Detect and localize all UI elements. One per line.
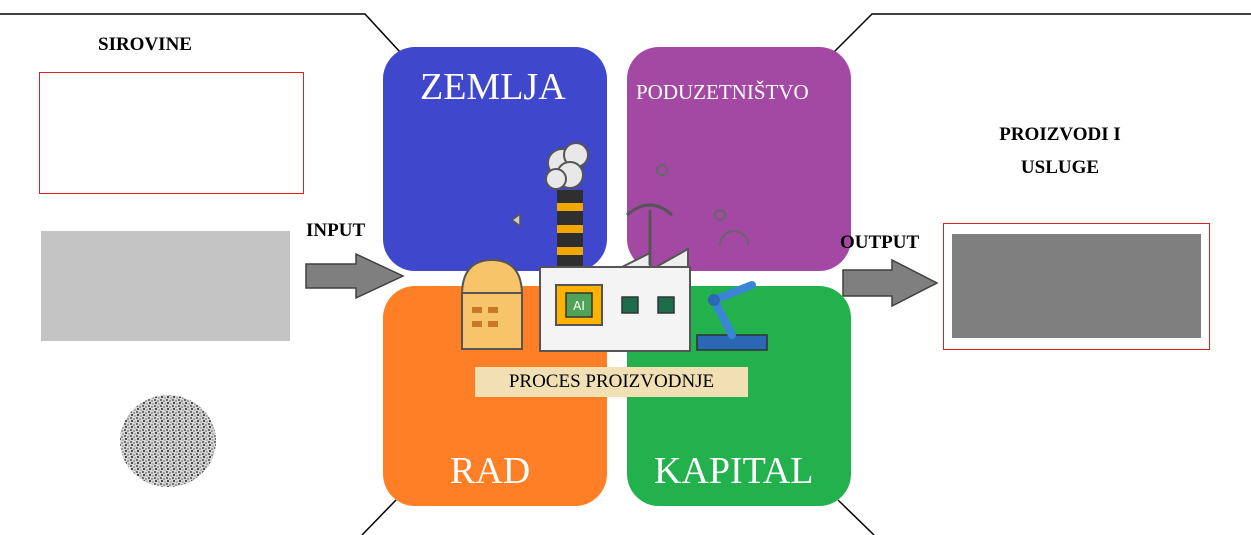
process-label: PROCES PROIZVODNJE — [475, 367, 748, 397]
rad-label: RAD — [450, 450, 531, 492]
quadrant-poduzetnistvo: PODUZETNIŠTVO — [627, 47, 851, 271]
line-top-right — [833, 13, 1251, 53]
poduzetnistvo-label: PODUZETNIŠTVO — [636, 80, 809, 104]
output-box — [943, 223, 1210, 350]
output-arrow — [842, 258, 939, 308]
products-title-line2: USLUGE — [1020, 157, 1100, 178]
chip-label: AI — [573, 299, 585, 313]
line-top-left — [0, 13, 401, 53]
sirovine-title: SIROVINE — [98, 34, 192, 55]
factory-icon: AI — [460, 142, 768, 352]
kapital-label: KAPITAL — [654, 450, 814, 492]
sirovine-box — [39, 72, 304, 194]
products-title: PROIZVODI I USLUGE — [985, 118, 1135, 184]
output-product-block — [952, 234, 1201, 338]
input-label: INPUT — [306, 220, 366, 241]
products-title-line1: PROIZVODI I — [999, 124, 1121, 145]
line-bottom-left — [361, 499, 397, 535]
line-bottom-right — [837, 499, 875, 535]
input-material-block — [41, 231, 290, 341]
output-label: OUTPUT — [840, 232, 920, 253]
raw-material-texture — [120, 395, 216, 487]
input-arrow — [305, 252, 405, 300]
zemlja-label: ZEMLJA — [420, 66, 566, 108]
